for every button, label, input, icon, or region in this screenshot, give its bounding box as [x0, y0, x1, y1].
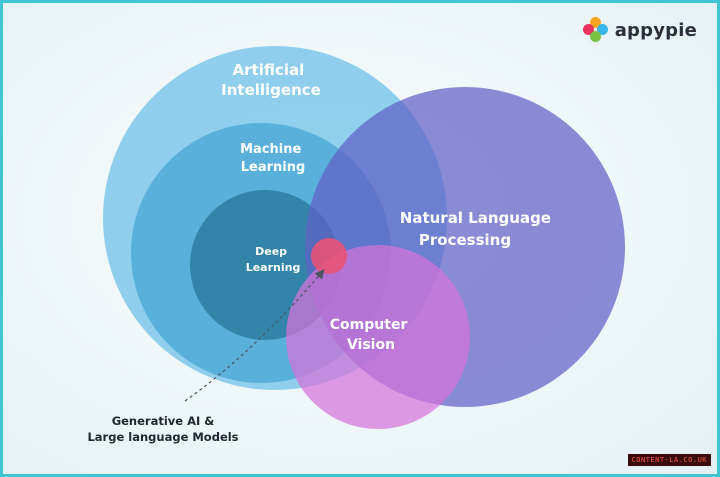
label-computer-vision: Computer Vision — [330, 317, 412, 353]
label-machine-learning: Machine Learning — [240, 142, 306, 175]
label-deep-learning: Deep Learning — [246, 245, 301, 274]
label-natural-language-processing: Natural Language Processing — [400, 209, 556, 249]
callout-line: Large language Models — [87, 430, 239, 444]
watermark: CONTENT-LA.CO.UK — [627, 454, 711, 466]
logo-text: appypie — [614, 19, 697, 41]
venn-diagram: Artificial Intelligence Machine Learning… — [103, 46, 625, 429]
callout-line: Generative AI & — [111, 414, 215, 428]
circle-computer-vision — [286, 245, 470, 429]
callout-generative-ai: Generative AI & Large language Models — [83, 413, 243, 445]
callout-arrow — [184, 269, 325, 402]
appypie-logo-icon — [582, 17, 609, 43]
label-artificial-intelligence: Artificial Intelligence — [221, 61, 321, 99]
intersection-highlight — [311, 238, 347, 274]
appypie-logo: appypie — [582, 17, 697, 43]
